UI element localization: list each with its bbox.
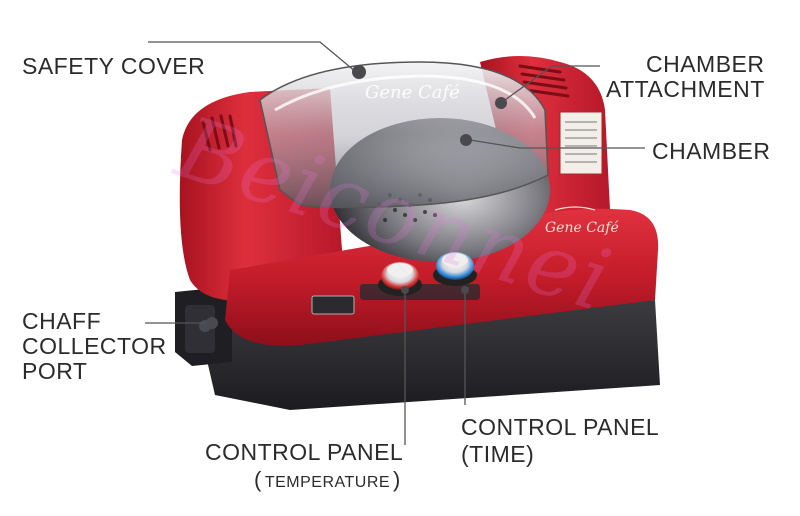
temperature-word: TEMPERATURE xyxy=(264,474,391,491)
time-knob xyxy=(433,252,477,286)
cover-logo: Gene Café xyxy=(365,82,460,103)
label-chaff-line3: PORT xyxy=(22,358,88,384)
label-control-panel-time-line1: CONTROL PANEL xyxy=(461,414,660,440)
callout-lines xyxy=(145,41,645,445)
chaff-port xyxy=(175,288,232,366)
label-chamber-attachment-line2: ATTACHMENT xyxy=(606,76,765,102)
label-control-panel-temperature-line1: CONTROL PANEL xyxy=(205,439,404,465)
body-logo: Gene Café xyxy=(545,206,619,236)
left-vents xyxy=(201,114,238,152)
label-control-panel-temperature-line2: (TEMPERATURE) xyxy=(254,468,401,492)
callout-dots xyxy=(206,65,507,329)
warning-label xyxy=(559,111,603,175)
paren-close: ) xyxy=(393,467,401,492)
safety-cover xyxy=(259,61,549,209)
label-safety-cover: SAFETY COVER xyxy=(22,53,206,79)
label-control-panel-time-line2: (TIME) xyxy=(461,441,535,467)
label-chaff-line1: CHAFF xyxy=(22,308,102,334)
label-chamber: CHAMBER xyxy=(652,138,771,164)
panel-display xyxy=(311,295,355,315)
paren-open: ( xyxy=(254,467,262,492)
right-vents xyxy=(518,64,570,98)
label-chaff-line2: COLLECTOR xyxy=(22,333,167,359)
svg-text:Gene Café: Gene Café xyxy=(545,220,619,236)
temperature-knob xyxy=(378,262,422,296)
label-chamber-attachment-line1: CHAMBER xyxy=(646,51,765,77)
